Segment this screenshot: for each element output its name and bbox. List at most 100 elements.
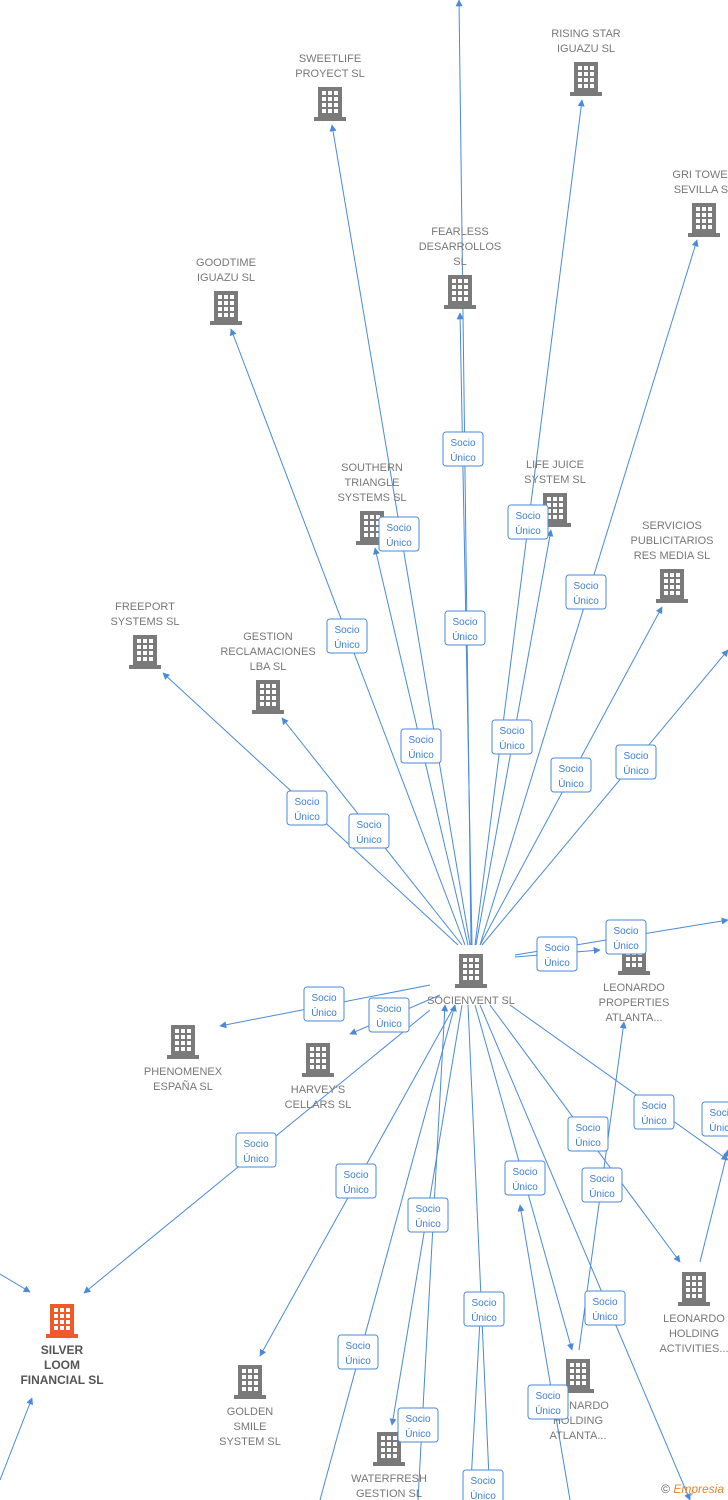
edge-label-text: Socio	[343, 1170, 368, 1181]
edge-label-box	[462, 1469, 504, 1500]
edge-label-text: Único	[408, 748, 434, 761]
ownership-edge	[481, 649, 728, 946]
edge-label-text: Único	[415, 1217, 441, 1230]
edge-label-text: Único	[356, 833, 382, 846]
edge-label-box	[550, 757, 592, 793]
edge-label-text: Único	[558, 777, 584, 790]
company-name-label: SWEETLIFE	[299, 53, 361, 65]
edge-label-box	[615, 744, 657, 780]
building-icon	[46, 1304, 78, 1338]
edge-label-text: Único	[709, 1121, 728, 1134]
edge-label-text: Socio	[544, 943, 569, 954]
edge-label-text: Socio	[334, 625, 359, 636]
company-name-label: GESTION	[243, 631, 293, 643]
company-name-label: ATLANTA...	[549, 1430, 606, 1442]
company-name-label: SMILE	[233, 1421, 266, 1433]
company-name-label: LIFE JUICE	[526, 459, 584, 471]
footer-watermark: © Empresia	[661, 1482, 724, 1496]
building-icon	[167, 1025, 199, 1059]
company-name-label: IGUAZU SL	[197, 272, 255, 284]
building-icon	[210, 291, 242, 325]
edge-label-text: Socio	[515, 511, 540, 522]
building-icon	[252, 680, 284, 714]
company-name-label: ACTIVITIES...	[659, 1343, 728, 1355]
edge-label-text: Único	[386, 536, 412, 549]
edge-label-text: Único	[623, 764, 649, 777]
edge-label-box	[235, 1132, 277, 1168]
edge-label-text: Socio	[470, 1476, 495, 1487]
edge-label-box	[605, 919, 647, 955]
edge-label-box	[335, 1163, 377, 1199]
edge-label-text: Socio	[311, 993, 336, 1004]
edge-label-text: Único	[450, 451, 476, 464]
ownership-edge	[319, 1004, 457, 1500]
edge-label-text: Socio	[558, 764, 583, 775]
edge-label-box	[463, 1291, 505, 1327]
edge-label-text: Único	[499, 739, 525, 752]
edge-label-box	[400, 728, 442, 764]
company-name-label: RECLAMACIONES	[220, 646, 315, 658]
edge-label-box	[337, 1334, 379, 1370]
company-node-leonardo-hold-act[interactable]: LEONARDOHOLDINGACTIVITIES...	[659, 1272, 728, 1355]
company-node-socienvent[interactable]: SOCIENVENT SL	[427, 954, 515, 1007]
company-name-label: WATERFRESH	[351, 1473, 427, 1485]
edge-label-text: Socio	[589, 1174, 614, 1185]
company-node-leonardo-prop[interactable]: LEONARDOPROPERTIESATLANTA...	[599, 941, 670, 1024]
building-icon	[302, 1043, 334, 1077]
edge-label-text: Único	[405, 1427, 431, 1440]
ownership-edge	[467, 1004, 494, 1500]
company-name-label: SOCIENVENT SL	[427, 995, 515, 1007]
company-name-label: FEARLESS	[431, 226, 488, 238]
edge-label-text: Único	[294, 810, 320, 823]
company-name-label: FREEPORT	[115, 601, 175, 613]
company-node-gri-tower[interactable]: GRI TOWERSEVILLA SL	[672, 169, 728, 237]
company-name-label: RES MEDIA SL	[634, 550, 710, 562]
edge-label-text: Socio	[471, 1298, 496, 1309]
company-name-label: IGUAZU SL	[557, 43, 615, 55]
